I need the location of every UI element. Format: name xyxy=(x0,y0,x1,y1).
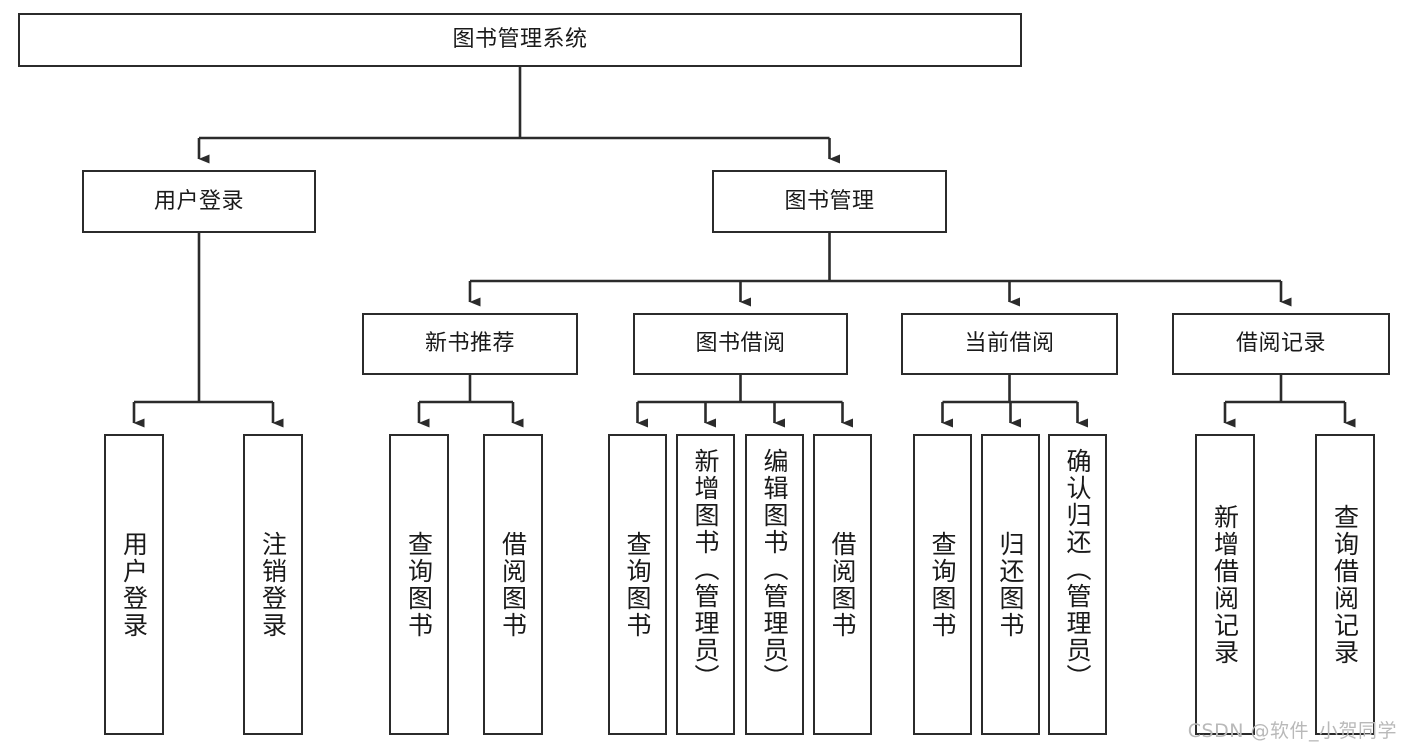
node-label: 查询借阅记录 xyxy=(1330,503,1360,666)
node-leaf-edit-book[interactable]: 编辑图书（管理员） xyxy=(745,434,804,735)
node-root[interactable]: 图书管理系统 xyxy=(18,13,1022,67)
node-book-borrow[interactable]: 图书借阅 xyxy=(633,313,848,375)
node-label: 归还图书 xyxy=(996,530,1025,639)
node-user-login[interactable]: 用户登录 xyxy=(82,170,316,233)
node-label: 查询图书 xyxy=(623,530,652,639)
node-label: 新书推荐 xyxy=(424,331,515,357)
node-leaf-logout[interactable]: 注销登录 xyxy=(243,434,303,735)
node-leaf-return-book[interactable]: 归还图书 xyxy=(981,434,1040,735)
node-label: 新增借阅记录 xyxy=(1210,503,1240,666)
node-label: 查询图书 xyxy=(404,530,434,639)
node-label: 借阅记录 xyxy=(1235,331,1326,357)
node-label: 编辑图书（管理员） xyxy=(760,448,789,691)
node-label: 图书管理系统 xyxy=(452,27,588,53)
csdn-watermark: CSDN @软件_小贺同学 xyxy=(1187,720,1397,742)
node-leaf-confirm-return[interactable]: 确认归还（管理员） xyxy=(1048,434,1107,735)
node-label: 借阅图书 xyxy=(828,530,857,639)
node-book-manage[interactable]: 图书管理 xyxy=(712,170,947,233)
node-leaf-add-book[interactable]: 新增图书（管理员） xyxy=(676,434,735,735)
node-leaf-add-record[interactable]: 新增借阅记录 xyxy=(1195,434,1255,735)
node-leaf-query-book-rec[interactable]: 查询图书 xyxy=(389,434,449,735)
node-leaf-query-record[interactable]: 查询借阅记录 xyxy=(1315,434,1375,735)
node-label: 图书管理 xyxy=(784,188,875,214)
node-label: 当前借阅 xyxy=(964,331,1055,357)
node-label: 用户登录 xyxy=(153,188,244,214)
node-label: 借阅图书 xyxy=(498,530,528,639)
node-leaf-query-book-bb[interactable]: 查询图书 xyxy=(608,434,667,735)
node-borrow-record[interactable]: 借阅记录 xyxy=(1172,313,1390,375)
node-new-book-rec[interactable]: 新书推荐 xyxy=(362,313,578,375)
node-label: 图书借阅 xyxy=(695,331,786,357)
node-label: 注销登录 xyxy=(258,530,288,639)
node-label: 查询图书 xyxy=(928,530,957,639)
node-leaf-query-book-cb[interactable]: 查询图书 xyxy=(913,434,972,735)
node-label: 新增图书（管理员） xyxy=(691,448,720,691)
node-leaf-borrow-book-bb[interactable]: 借阅图书 xyxy=(813,434,872,735)
node-label: 用户登录 xyxy=(119,530,149,639)
node-leaf-user-login[interactable]: 用户登录 xyxy=(104,434,164,735)
node-leaf-borrow-book-rec[interactable]: 借阅图书 xyxy=(483,434,543,735)
node-label: 确认归还（管理员） xyxy=(1063,448,1092,691)
node-current-borrow[interactable]: 当前借阅 xyxy=(901,313,1118,375)
